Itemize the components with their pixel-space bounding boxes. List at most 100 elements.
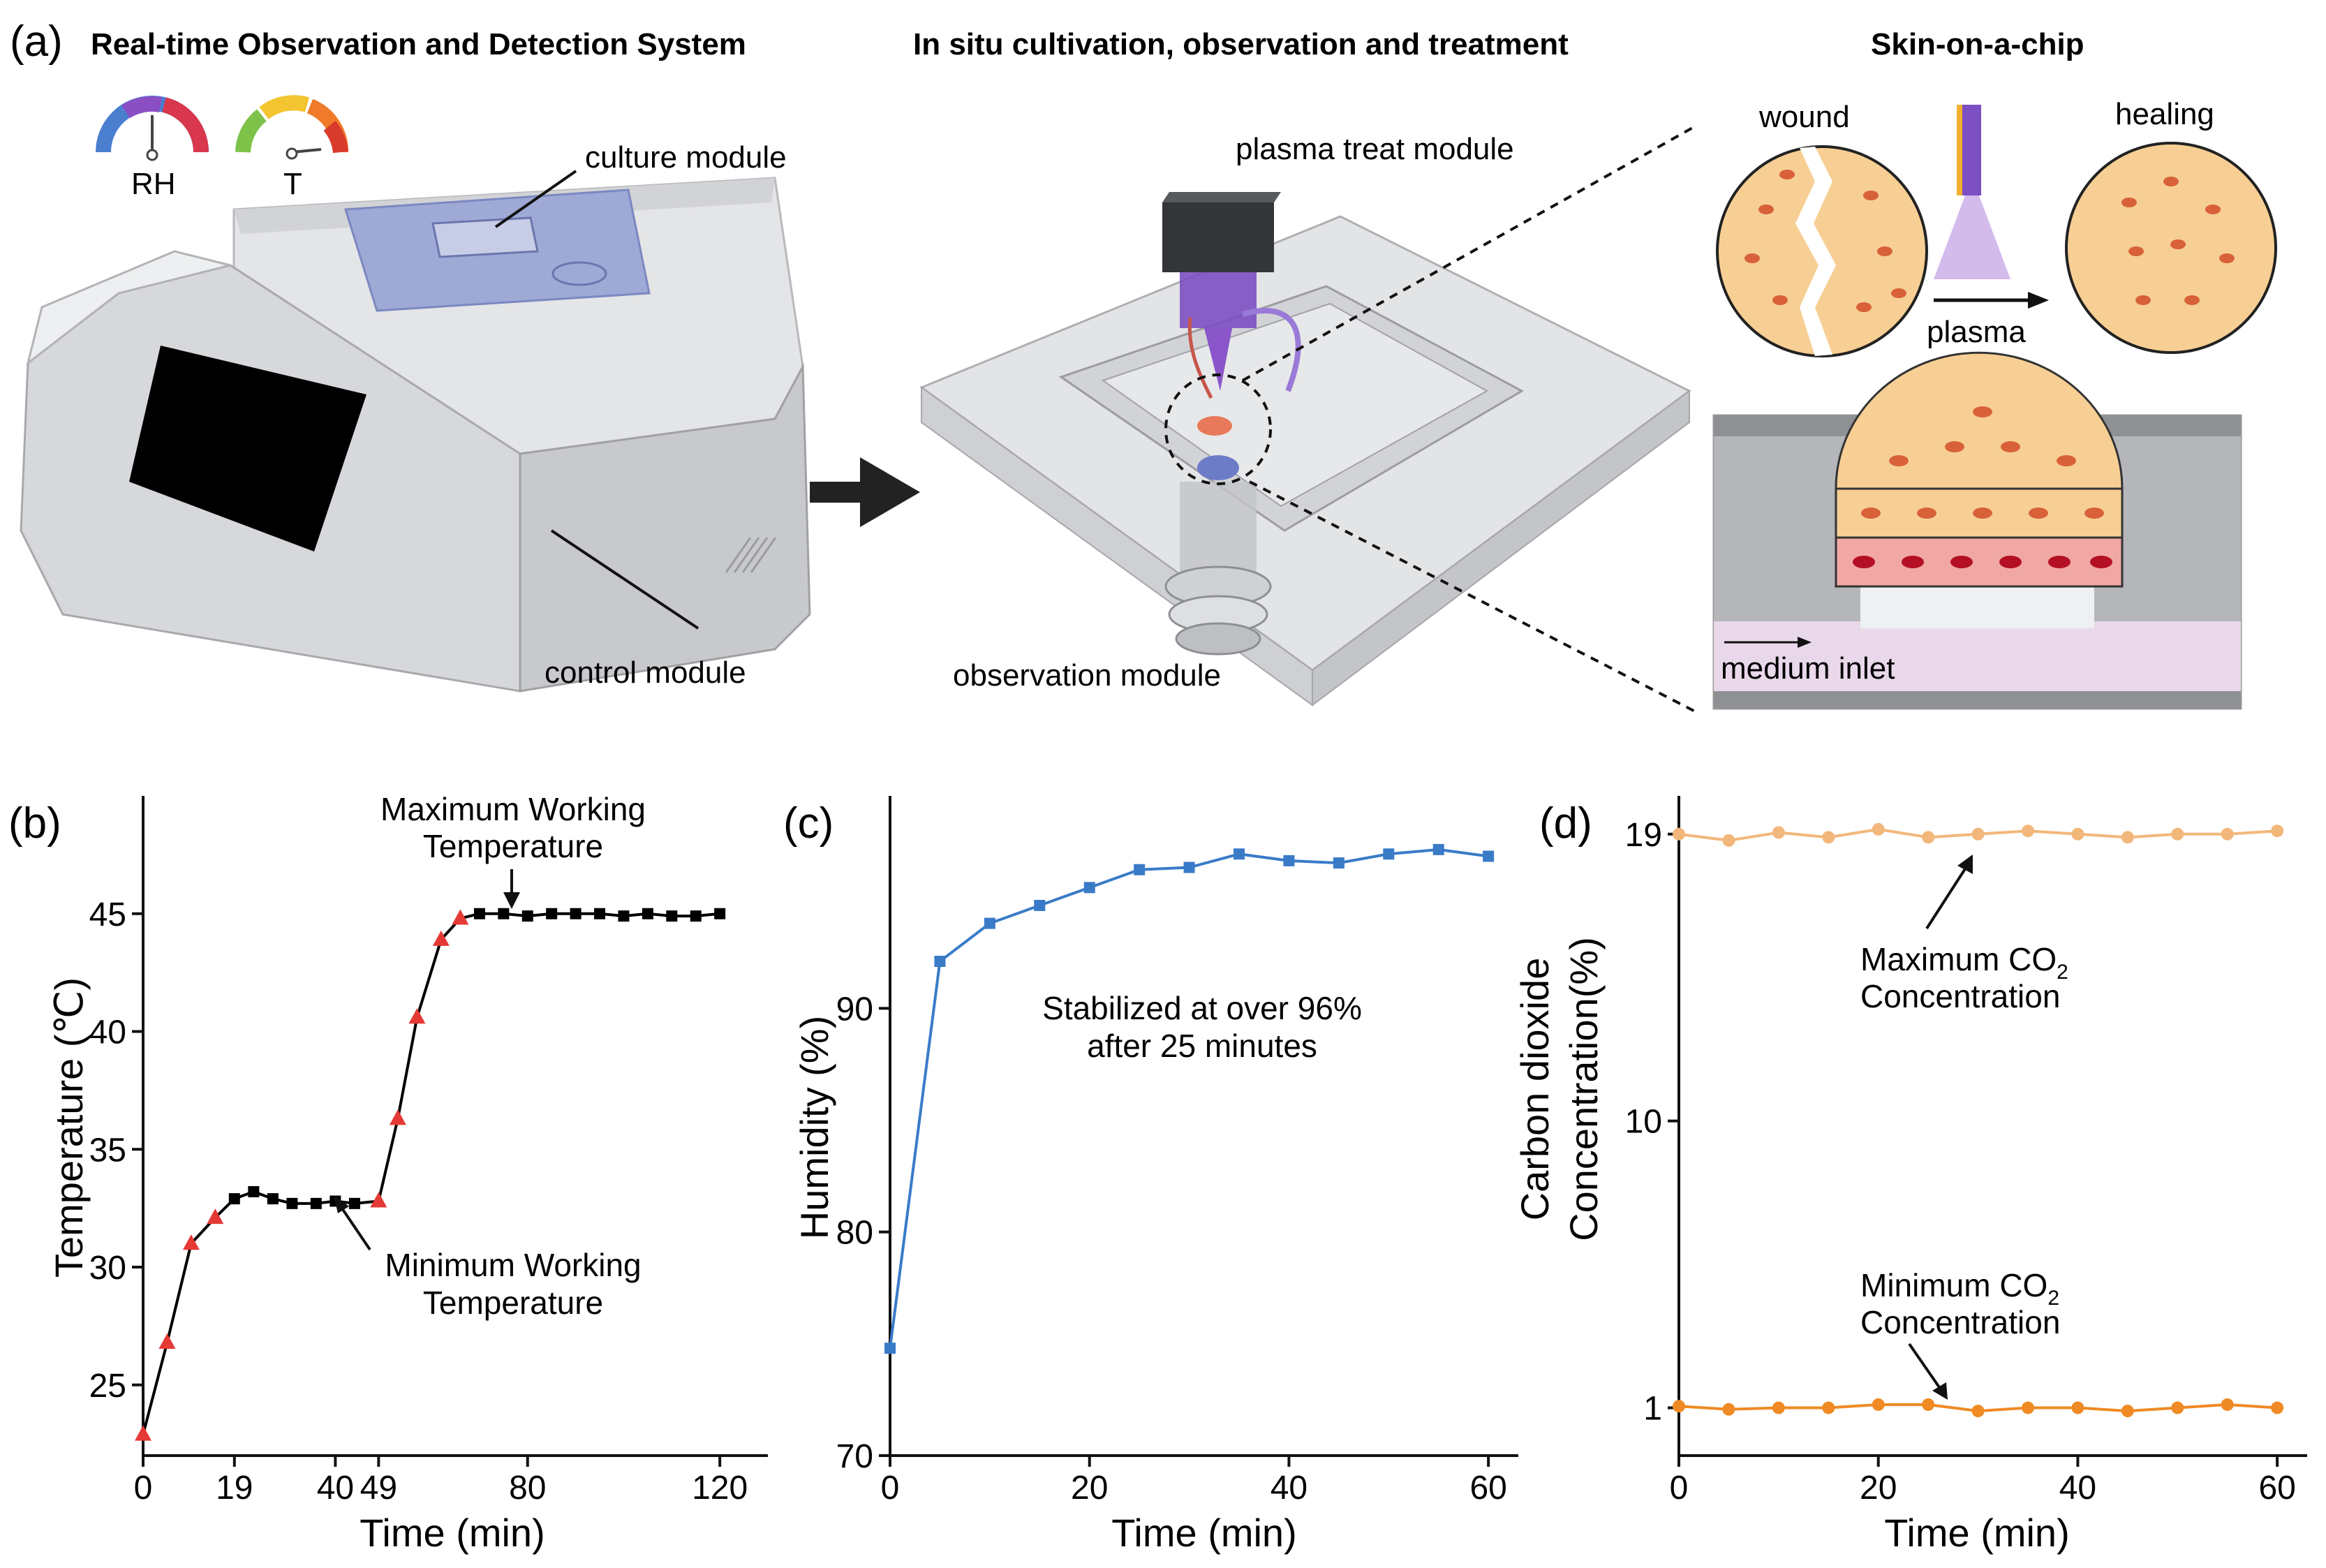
temp-point [642, 908, 653, 919]
temp-point [594, 908, 606, 919]
plasma-label: plasma [1927, 315, 2026, 349]
humidity-point [1234, 848, 1245, 860]
co2-x-tick-label: 20 [1860, 1470, 1897, 1507]
humidity-point [1333, 857, 1345, 869]
humidity-point [1383, 848, 1395, 860]
co2-x-tick-label: 40 [2059, 1470, 2096, 1507]
arrow-right-icon [810, 457, 920, 527]
max-co2-annotation-line2: Concentration [1860, 978, 2060, 1014]
co2-y-axis-title-line2: Concentration(%) [1562, 937, 1606, 1241]
co2-point [2271, 824, 2284, 838]
co2-x-axis-title: Time (min) [1884, 1511, 2069, 1555]
humidity-y-tick-label: 80 [836, 1215, 873, 1252]
temp-x-tick-label: 80 [509, 1470, 546, 1507]
co2-point [1822, 831, 1835, 844]
co2-point [1722, 1403, 1735, 1416]
co2-point [1872, 822, 1885, 836]
min-co2-annotation-line2: Concentration [1860, 1304, 2060, 1340]
humidity-x-axis-title: Time (min) [1111, 1511, 1296, 1555]
humidity-point [1483, 850, 1495, 862]
humidity-y-tick-label: 70 [836, 1438, 873, 1475]
humidity-annotation-line2: after 25 minutes [1087, 1028, 1317, 1064]
gauge-rh-label: RH [131, 167, 176, 201]
temp-point [267, 1193, 279, 1205]
co2-y-tick-label: 1 [1643, 1391, 1662, 1428]
temp-point [286, 1197, 298, 1209]
co2-point [1772, 826, 1785, 839]
temp-series-line-0 [142, 912, 720, 1435]
co2-point [1673, 1400, 1685, 1413]
temp-point [310, 1197, 322, 1209]
temp-point [666, 910, 678, 922]
panel-a-title-skin-chip: Skin-on-a-chip [1871, 27, 2084, 61]
temperature-y-axis-title: Temperature (℃) [47, 977, 91, 1278]
co2-y-axis-title-line1: Carbon dioxide [1513, 958, 1557, 1221]
min-co2-pointer [1908, 1343, 1942, 1391]
temp-point [248, 1186, 260, 1197]
panel-a-title-cultivation: In situ cultivation, observation and tre… [913, 27, 1569, 61]
temp-point [473, 908, 485, 919]
culture-module-label: culture module [585, 140, 787, 175]
gauge-t-label: T [283, 167, 302, 201]
observation-module-label: observation module [953, 658, 1221, 693]
temp-point [618, 910, 630, 922]
co2-point [1722, 834, 1735, 847]
co2-point [1922, 831, 1935, 844]
co2-point [1822, 1401, 1835, 1414]
panel-c-label: (c) [783, 799, 834, 848]
co2-point [2121, 831, 2134, 844]
panel-d-label: (d) [1539, 799, 1592, 848]
co2-point [2221, 1398, 2234, 1411]
humidity-point [884, 1343, 896, 1354]
humidity-point [984, 917, 995, 929]
co2-point [2271, 1401, 2284, 1414]
co2-point [1673, 827, 1685, 841]
co2-point [2071, 827, 2084, 841]
temperature-x-axis-title: Time (min) [360, 1511, 545, 1555]
panel-a-label: (a) [10, 17, 63, 66]
plasma-module-label: plasma treat module [1236, 132, 1514, 166]
humidity-x-tick-label: 0 [881, 1470, 900, 1507]
co2-point [2022, 1401, 2034, 1414]
co2-point [2121, 1405, 2134, 1418]
temp-point-rising [135, 1425, 151, 1441]
skin-chip-illustration: plasma wound healing [1712, 97, 2277, 710]
humidity-point [1283, 855, 1295, 866]
min-temp-pointer [339, 1205, 371, 1251]
panel-a-title-system: Real-time Observation and Detection Syst… [91, 27, 746, 61]
humidity-annotation-line1: Stabilized at over 96% [1042, 990, 1362, 1026]
temp-point [714, 908, 726, 919]
co2-point [1971, 1405, 1985, 1418]
min-co2-pointer-head [1932, 1382, 1948, 1400]
co2-point [1872, 1398, 1885, 1411]
device-illustration [20, 177, 811, 693]
temp-point [228, 1193, 240, 1205]
temperature-series [135, 908, 726, 1441]
panel-a: (a) Real-time Observation and Detection … [10, 17, 2277, 713]
temp-x-tick-label: 120 [692, 1470, 748, 1507]
humidity-point [1432, 843, 1444, 855]
humidity-y-tick-label: 90 [836, 991, 873, 1028]
temp-x-tick-label: 19 [216, 1470, 253, 1507]
min-working-temp-annotation-line1: Minimum Working [385, 1247, 641, 1283]
humidity-gauge-icon: RH [96, 96, 209, 201]
humidity-point [1134, 864, 1146, 875]
humidity-point [934, 956, 946, 968]
max-co2-pointer-head [1957, 855, 1973, 874]
medium-inlet-label: medium inlet [1721, 651, 1895, 686]
temp-y-tick-label: 25 [89, 1368, 126, 1405]
temp-point-rising [432, 930, 450, 946]
co2-x-tick-label: 60 [2258, 1470, 2295, 1507]
temp-point-rising [370, 1192, 387, 1208]
co2-point [2071, 1401, 2084, 1414]
co2-point [1922, 1398, 1935, 1411]
humidity-series [884, 843, 1495, 1354]
temp-point-rising [158, 1333, 176, 1349]
co2-point [2022, 824, 2034, 838]
thermometer-gauge-icon: T [235, 95, 349, 201]
